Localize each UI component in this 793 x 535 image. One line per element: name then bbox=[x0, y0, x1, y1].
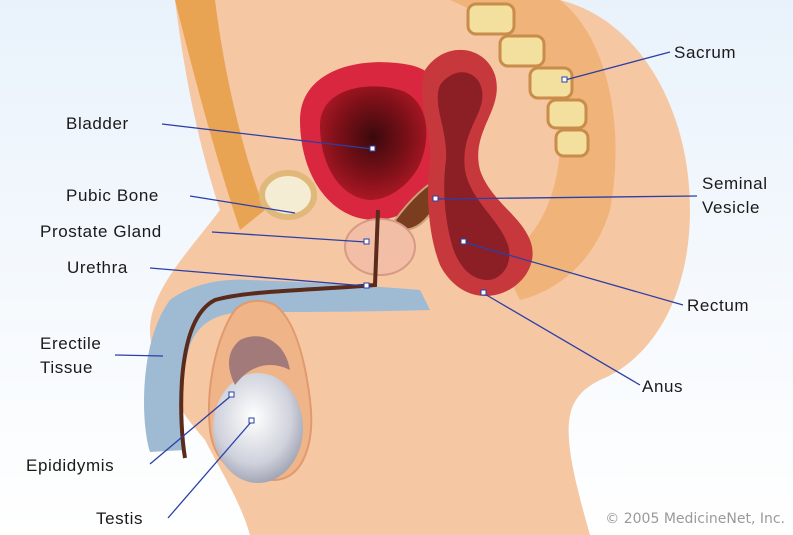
label-epididymis: Epididymis bbox=[26, 456, 114, 476]
label-sacrum: Sacrum bbox=[674, 43, 736, 63]
label-testis: Testis bbox=[96, 509, 143, 529]
label-urethra: Urethra bbox=[67, 258, 128, 278]
copyright-text: © 2005 MedicineNet, Inc. bbox=[605, 511, 785, 527]
label-erectile-line2: Tissue bbox=[40, 358, 93, 378]
label-rectum: Rectum bbox=[687, 296, 749, 316]
pubic-bone bbox=[262, 173, 314, 217]
label-seminal-line1: Seminal bbox=[702, 174, 768, 194]
testis bbox=[213, 373, 303, 483]
label-bladder: Bladder bbox=[66, 114, 129, 134]
label-prostate-gland: Prostate Gland bbox=[40, 222, 162, 242]
label-pubic-bone: Pubic Bone bbox=[66, 186, 159, 206]
label-anus: Anus bbox=[642, 377, 683, 397]
label-seminal-line2: Vesicle bbox=[702, 198, 760, 218]
label-erectile-line1: Erectile bbox=[40, 334, 102, 354]
prostate bbox=[345, 219, 415, 275]
